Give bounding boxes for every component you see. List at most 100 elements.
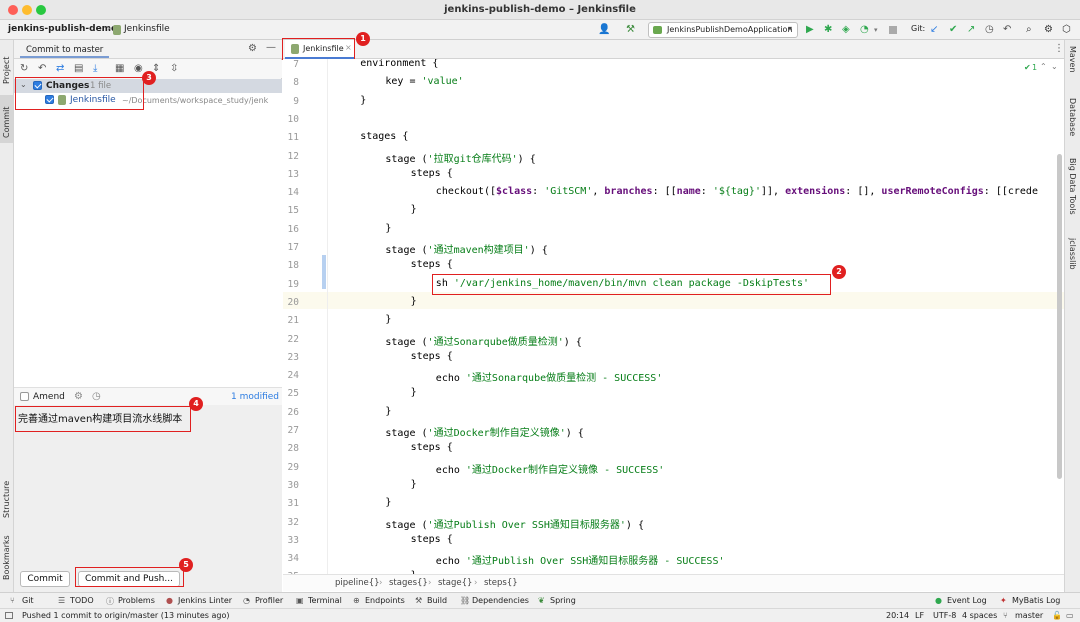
chevron-down-icon[interactable]: ⌄ <box>20 80 27 89</box>
amend-checkbox[interactable] <box>20 392 29 401</box>
project-tool-button[interactable]: Project <box>2 56 11 84</box>
code-token: ) { <box>565 428 584 439</box>
more-run-chevron-icon[interactable]: ▾ <box>874 26 878 34</box>
run-configuration-select[interactable]: JenkinsPublishDemoApplication ▾ <box>648 22 798 38</box>
changes-group-row[interactable]: ⌄ Changes 1 file <box>14 79 282 93</box>
tool-window-bar: ⑂ Git ☰ TODO ⓘ Problems ● Jenkins Linter… <box>0 592 1080 608</box>
code-line: } <box>411 204 417 215</box>
close-tab-icon[interactable]: × <box>345 43 352 52</box>
code-line: echo '通过Publish Over SSH通知目标服务器 - SUCCES… <box>436 552 725 567</box>
code-line: stage ('拉取git仓库代码') { <box>385 150 535 165</box>
code-line: } <box>360 95 366 106</box>
expand-all-icon[interactable]: ⇕ <box>152 63 161 74</box>
previous-highlight-icon[interactable]: ⌃ <box>1040 62 1047 71</box>
database-tool-button[interactable]: Database <box>1068 98 1077 137</box>
commit-panel-header: Commit to master ⚙ — <box>14 40 282 59</box>
ide-features-icon[interactable]: ⬡ <box>1062 24 1071 35</box>
big-data-tools-button[interactable]: Big Data Tools <box>1068 158 1077 215</box>
zoom-window-button[interactable] <box>36 5 46 15</box>
breadcrumb-file[interactable]: Jenkinsfile <box>124 24 170 34</box>
minimize-window-button[interactable] <box>22 5 32 15</box>
git-update-icon[interactable]: ↙ <box>930 24 939 35</box>
more-tabs-icon[interactable]: ⋮ <box>1054 43 1064 54</box>
toolwindow-problems[interactable]: Problems <box>118 596 155 605</box>
build-hammer-icon[interactable]: ⚒ <box>626 24 635 35</box>
next-highlight-icon[interactable]: ⌄ <box>1051 62 1058 71</box>
git-commit-icon[interactable]: ✔ <box>949 24 958 35</box>
jclasslib-tool-button[interactable]: jclasslib <box>1068 238 1077 270</box>
lock-icon[interactable]: 🔓 <box>1052 611 1062 620</box>
download-icon[interactable]: ⤓ <box>93 63 98 74</box>
commit-tool-button[interactable]: Commit <box>2 106 11 138</box>
breadcrumb-steps[interactable]: steps{} <box>484 578 518 588</box>
shelve-icon[interactable]: ▤ <box>74 63 84 74</box>
bookmarks-tool-button[interactable]: Bookmarks <box>2 535 11 580</box>
line-number: 34 <box>287 553 299 565</box>
toolwindow-terminal[interactable]: Terminal <box>308 596 342 605</box>
settings-gear-icon[interactable]: ⚙ <box>1044 24 1053 35</box>
structure-tool-button[interactable]: Structure <box>2 480 11 518</box>
inspection-check-icon[interactable]: ✔ <box>1024 63 1031 72</box>
toolwindow-git[interactable]: Git <box>22 596 34 605</box>
coverage-icon[interactable]: ◈ <box>842 24 850 35</box>
git-push-icon[interactable]: ↗ <box>967 24 976 35</box>
toolwindow-build[interactable]: Build <box>427 596 448 605</box>
git-history-icon[interactable]: ◷ <box>985 24 994 35</box>
indent-setting[interactable]: 4 spaces <box>962 611 998 620</box>
refresh-icon[interactable]: ↻ <box>20 63 29 74</box>
annotation-badge-2: 2 <box>832 265 846 279</box>
status-window-icon[interactable] <box>5 612 13 619</box>
toolwindow-event-log[interactable]: Event Log <box>947 596 987 605</box>
changes-checkbox[interactable] <box>33 81 42 90</box>
toolwindow-todo[interactable]: TODO <box>70 596 94 605</box>
editor-scrollbar[interactable] <box>1057 154 1062 479</box>
file-encoding[interactable]: UTF-8 <box>933 611 957 620</box>
caret-position[interactable]: 20:14 <box>886 611 910 620</box>
memory-indicator-icon[interactable]: ▭ <box>1066 611 1074 620</box>
toolwindow-dependencies[interactable]: Dependencies <box>472 596 529 605</box>
toolwindow-profiler[interactable]: Profiler <box>255 596 284 605</box>
breadcrumb-pipeline[interactable]: pipeline{} <box>335 578 380 588</box>
view-options-eye-icon[interactable]: ◉ <box>134 63 143 74</box>
user-icon[interactable]: 👤 <box>598 24 611 35</box>
maven-tool-button[interactable]: Maven <box>1068 46 1077 73</box>
line-separator[interactable]: LF <box>915 611 925 620</box>
collapse-all-icon[interactable]: ⇳ <box>170 63 179 74</box>
status-message[interactable]: Pushed 1 commit to origin/master (13 min… <box>22 611 230 620</box>
git-rollback-icon[interactable]: ↶ <box>1003 24 1012 35</box>
toolwindow-spring[interactable]: Spring <box>550 596 576 605</box>
tab-jenkinsfile[interactable]: Jenkinsfile × <box>285 40 355 59</box>
code-line: steps { <box>411 168 453 179</box>
breadcrumb-project[interactable]: jenkins-publish-demo <box>8 24 118 34</box>
toolwindow-mybatis-log[interactable]: MyBatis Log <box>1012 596 1061 605</box>
breadcrumb-stage[interactable]: stage{} <box>438 578 473 588</box>
toolwindow-jenkins-linter[interactable]: Jenkins Linter <box>178 596 233 605</box>
build-hammer-icon: ⚒ <box>415 596 423 605</box>
amend-label[interactable]: Amend <box>33 392 65 402</box>
diff-icon[interactable]: ⇄ <box>56 63 65 74</box>
code-token: key = <box>385 76 422 88</box>
close-window-button[interactable] <box>8 5 18 15</box>
modified-count-link[interactable]: 1 modified <box>231 392 279 402</box>
group-by-icon[interactable]: ▦ <box>115 63 125 74</box>
commit-options-gear-icon[interactable]: ⚙ <box>74 391 83 402</box>
tab-commit-to-master[interactable]: Commit to master <box>20 41 110 58</box>
commit-settings-gear-icon[interactable]: ⚙ <box>248 43 257 54</box>
profile-icon[interactable]: ◔ <box>860 24 869 35</box>
commit-button[interactable]: Commit <box>20 571 70 587</box>
file-checkbox[interactable] <box>45 95 54 104</box>
commit-history-clock-icon[interactable]: ◷ <box>92 391 101 402</box>
stop-icon[interactable] <box>889 26 897 34</box>
hide-panel-icon[interactable]: — <box>266 42 276 53</box>
code-line: steps { <box>411 534 453 545</box>
changed-file-row[interactable]: Jenkinsfile ~/Documents/workspace_study/… <box>14 93 282 107</box>
rollback-icon[interactable]: ↶ <box>38 63 47 74</box>
toolwindow-endpoints[interactable]: Endpoints <box>365 596 405 605</box>
search-icon[interactable]: ⌕ <box>1026 24 1032 35</box>
run-icon[interactable]: ▶ <box>806 24 814 35</box>
breadcrumb-stages[interactable]: stages{} <box>389 578 428 588</box>
git-branch-status[interactable]: master <box>1015 611 1044 620</box>
commit-message-area[interactable]: 完善通过maven构建项目流水线脚本 <box>14 405 282 568</box>
debug-icon[interactable]: ✱ <box>824 24 833 35</box>
